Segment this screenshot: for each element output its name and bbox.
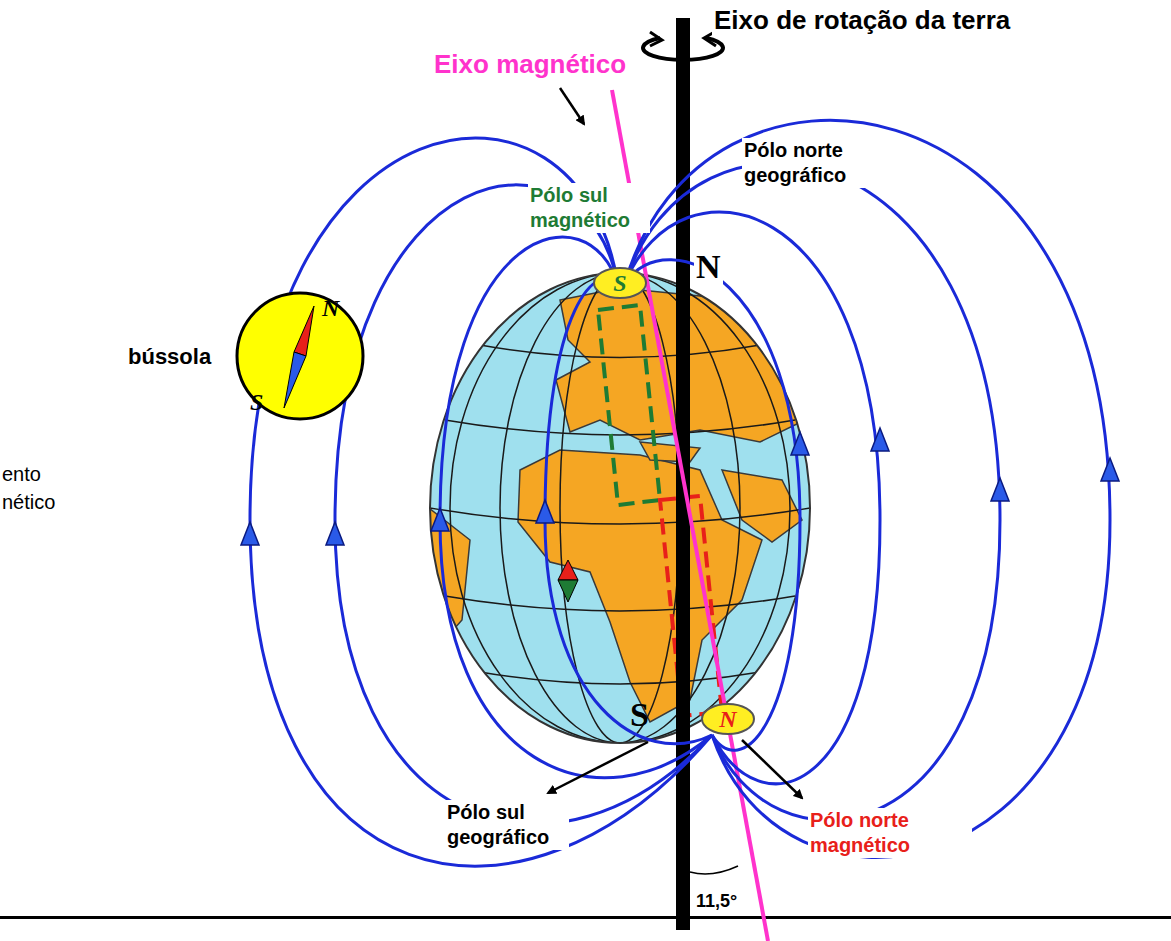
- angle-arc: [690, 866, 738, 874]
- globe: [425, 273, 810, 743]
- magnetic-south-pole: S: [592, 266, 648, 300]
- label-text: Pólo norte magnético: [808, 808, 972, 858]
- label-text: Eixo de rotação da terra: [712, 4, 1012, 37]
- pole-letter: N: [719, 707, 736, 731]
- label-text: ento: [0, 462, 43, 487]
- field-arrowheads: [241, 428, 1119, 545]
- label-text: S: [628, 694, 651, 737]
- label-text: bússola: [126, 343, 213, 371]
- compass-dial: NS: [234, 290, 366, 422]
- label-text: Pólo sul geográfico: [445, 800, 569, 850]
- pole-letter: N: [322, 296, 339, 320]
- pole-letter: S: [613, 271, 626, 295]
- bottom-rule: [0, 916, 1171, 919]
- label-text: Eixo magnético: [432, 48, 628, 81]
- label-text: 11,5°: [694, 890, 739, 913]
- pole-letter: S: [250, 390, 263, 414]
- magnetic-north-pole: N: [700, 702, 756, 736]
- label-text: Pólo sul magnético: [528, 183, 650, 233]
- label-text: nético: [0, 490, 57, 515]
- field-lines: [250, 120, 1110, 866]
- rotation-arrow: [643, 30, 723, 60]
- label-text: N: [694, 246, 723, 289]
- label-text: Pólo norte geográfico: [742, 138, 896, 188]
